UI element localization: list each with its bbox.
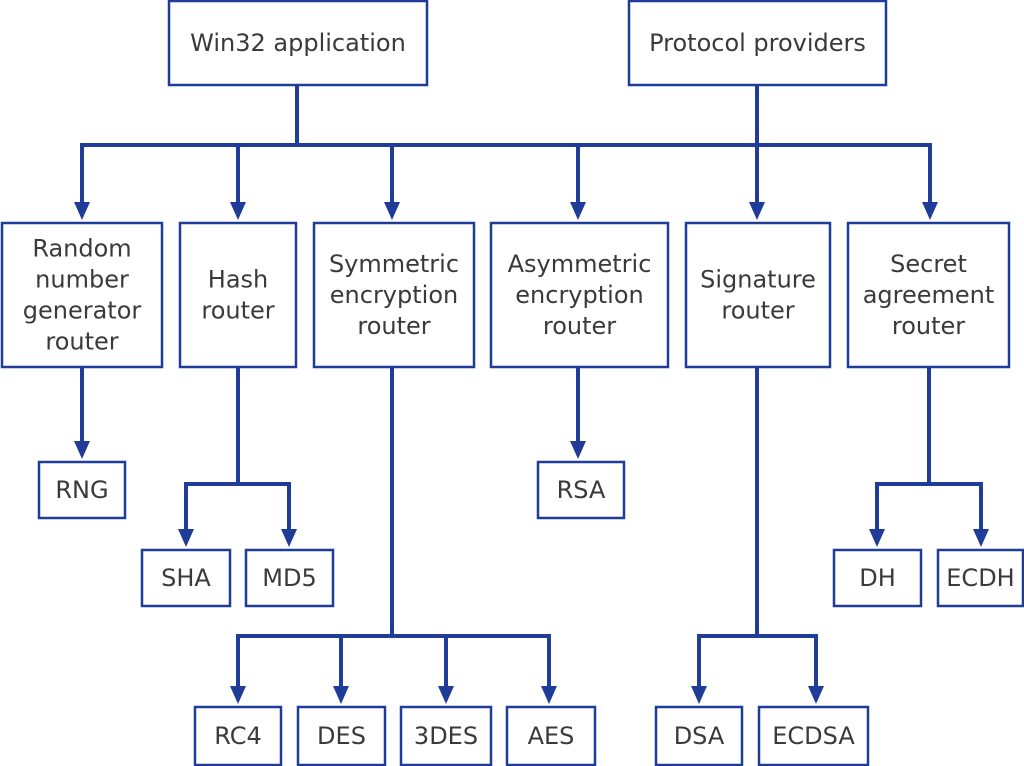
node-sym-router: Symmetric encryption router [312,221,476,369]
node-protocol: Protocol providers [627,0,888,87]
node-label: router [201,297,274,325]
node-label: Hash [208,266,268,294]
node-box [505,705,597,766]
node-label: Symmetric [329,250,459,278]
arrowhead [749,202,765,220]
connector-lines [74,84,989,704]
node-label: RC4 [214,722,262,750]
node-rc4: RC4 [193,705,283,766]
node-box [832,548,923,608]
node-box [846,221,1011,369]
node-des: DES [296,705,387,766]
node-sha: SHA [140,548,232,608]
node-box [536,460,626,520]
arrowhead [74,202,90,220]
node-ecdsa: ECDSA [757,705,870,766]
node-label: encryption [330,281,458,309]
arrowhead [333,686,349,704]
node-box [140,548,232,608]
arrowhead [570,441,586,459]
node-label: Random [32,235,131,263]
node-rsa: RSA [536,460,626,520]
arrowhead [869,529,885,547]
node-label: DES [317,722,366,750]
node-label: router [543,312,616,340]
node-secret-router: Secret agreement router [846,221,1011,369]
node-label: router [45,328,118,356]
node-label: router [892,312,965,340]
arrowhead [808,686,824,704]
node-box [489,221,670,369]
arrowhead [570,202,586,220]
node-label: router [357,312,430,340]
arrowhead [384,202,400,220]
node-label: generator [23,297,142,325]
node-label: AES [528,722,575,750]
node-label: Asymmetric [508,250,652,278]
node-label: Secret [890,250,967,278]
node-label: DSA [674,722,725,750]
node-label: 3DES [414,722,478,750]
node-3des: 3DES [399,705,493,766]
node-box [167,0,429,87]
node-box [193,705,283,766]
node-box [936,548,1024,608]
arrowhead [230,686,246,704]
node-box [654,705,744,766]
arrowhead [281,529,297,547]
node-box [399,705,493,766]
arrowhead [438,686,454,704]
node-label: MD5 [262,564,316,592]
arrowhead [973,529,989,547]
node-aes: AES [505,705,597,766]
node-box [296,705,387,766]
node-label: SHA [161,564,211,592]
node-label: router [721,297,794,325]
node-label: number [35,266,129,294]
node-box [627,0,888,87]
node-label: encryption [515,281,643,309]
node-label: RSA [557,476,606,504]
node-box [178,221,298,369]
node-label: Win32 application [190,29,406,57]
arrowhead [74,441,90,459]
node-box [0,221,164,369]
node-box [684,221,832,369]
node-label: ECDSA [772,722,855,750]
node-label: ECDH [946,564,1014,592]
node-box [312,221,476,369]
arrowhead [691,686,707,704]
node-win32: Win32 application [167,0,429,87]
node-box [37,460,127,520]
node-dh: DH [832,548,923,608]
node-label: RNG [55,476,108,504]
node-label: Protocol providers [649,29,866,57]
node-label: DH [859,564,896,592]
node-hash-router: Hash router [178,221,298,369]
node-asym-router: Asymmetric encryption router [489,221,670,369]
node-dsa: DSA [654,705,744,766]
node-label: agreement [863,281,995,309]
node-rng: RNG [37,460,127,520]
node-box [757,705,870,766]
node-sig-router: Signature router [684,221,832,369]
node-ecdh: ECDH [936,548,1024,608]
node-md5: MD5 [244,548,335,608]
arrowhead [922,202,938,220]
arrowhead [230,202,246,220]
node-rng-router: Random number generator router [0,221,164,369]
node-box [244,548,335,608]
node-label: Signature [700,266,816,294]
arrowhead [541,686,557,704]
arrowhead [178,529,194,547]
